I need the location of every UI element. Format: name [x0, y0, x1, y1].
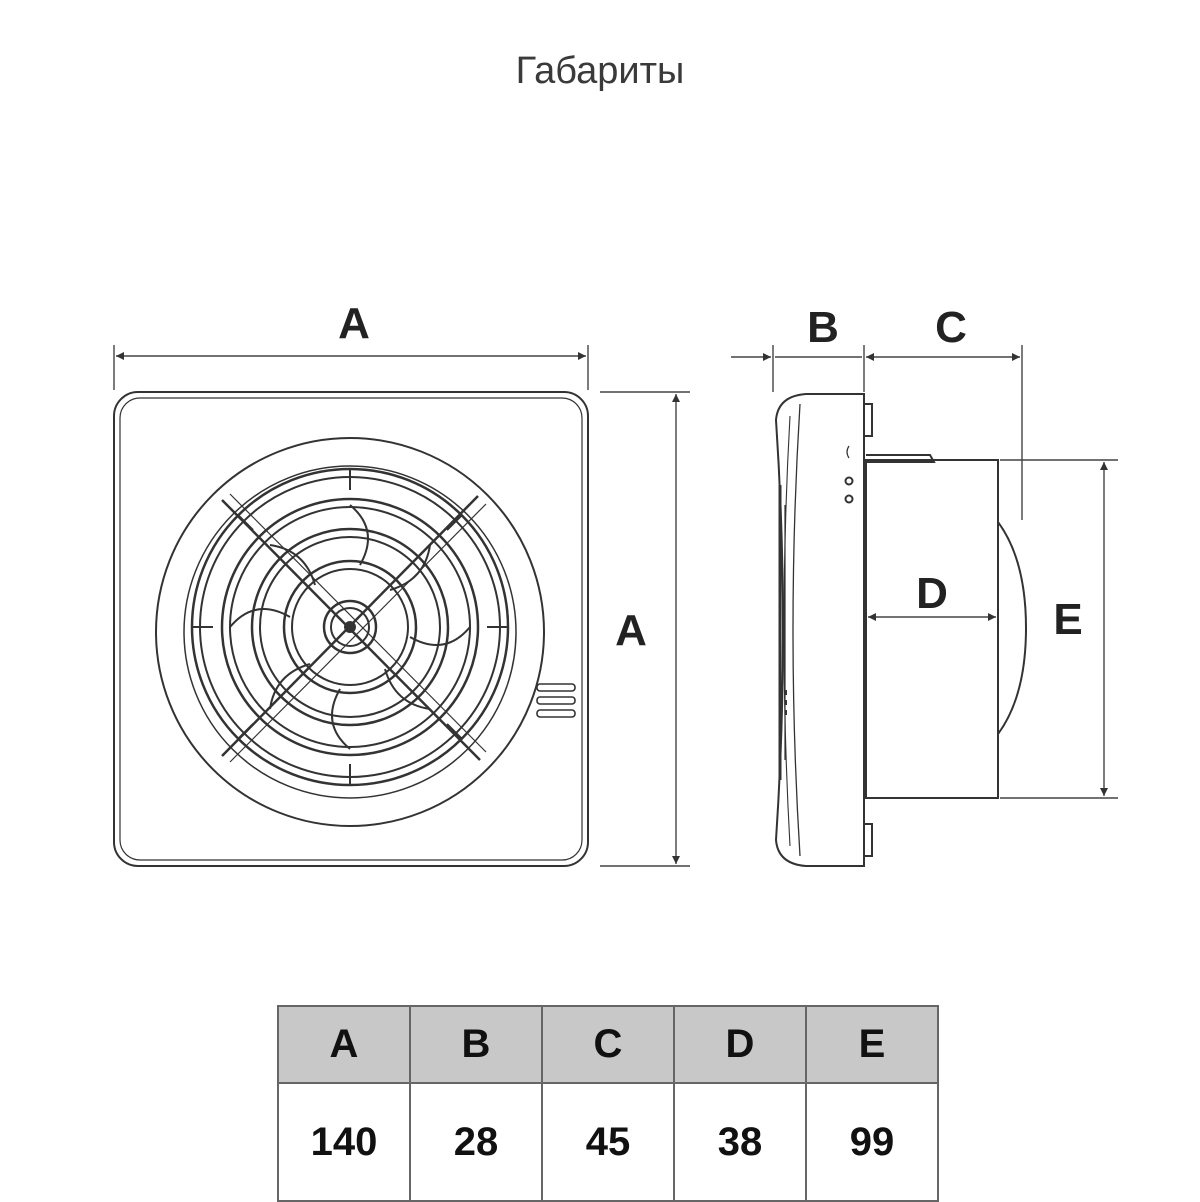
- label-front-height: A: [615, 606, 647, 655]
- label-side-b: B: [807, 303, 839, 352]
- header-cell-e: E: [805, 1005, 939, 1084]
- front-view: [113, 391, 589, 867]
- value-cell-e: 99: [805, 1082, 939, 1202]
- value-cell-a: 140: [277, 1082, 411, 1202]
- side-view: [774, 393, 1028, 867]
- header-cell-d: D: [673, 1005, 807, 1084]
- value-cell-b: 28: [409, 1082, 543, 1202]
- dimensions-value-row: 140 28 45 38 99: [277, 1082, 939, 1202]
- value-cell-d: 38: [673, 1082, 807, 1202]
- value-cell-c: 45: [541, 1082, 675, 1202]
- dimensions-table: A B C D E 140 28 45 38 99: [277, 1005, 939, 1202]
- side-motor-body: [865, 459, 999, 799]
- front-dimension-lines: [113, 345, 690, 867]
- label-side-c: C: [935, 303, 967, 352]
- label-front-width: A: [338, 299, 370, 348]
- dimensions-header-row: A B C D E: [277, 1005, 939, 1084]
- side-rear-cap: [997, 521, 1028, 735]
- header-cell-a: A: [277, 1005, 411, 1084]
- side-panel-profile: [774, 393, 865, 867]
- header-cell-c: C: [541, 1005, 675, 1084]
- header-cell-b: B: [409, 1005, 543, 1084]
- front-panel-outline: [113, 391, 589, 867]
- indicator-slots: [536, 683, 576, 718]
- front-panel-inner-outline: [119, 397, 583, 861]
- front-bezel: [155, 437, 545, 827]
- side-dimension-lines: [731, 345, 1118, 799]
- label-side-d: D: [916, 569, 948, 618]
- fan-hub: [322, 599, 378, 655]
- label-side-e: E: [1053, 595, 1082, 644]
- dimension-drawing: A A: [113, 299, 1118, 867]
- page-title: Габариты: [515, 50, 685, 92]
